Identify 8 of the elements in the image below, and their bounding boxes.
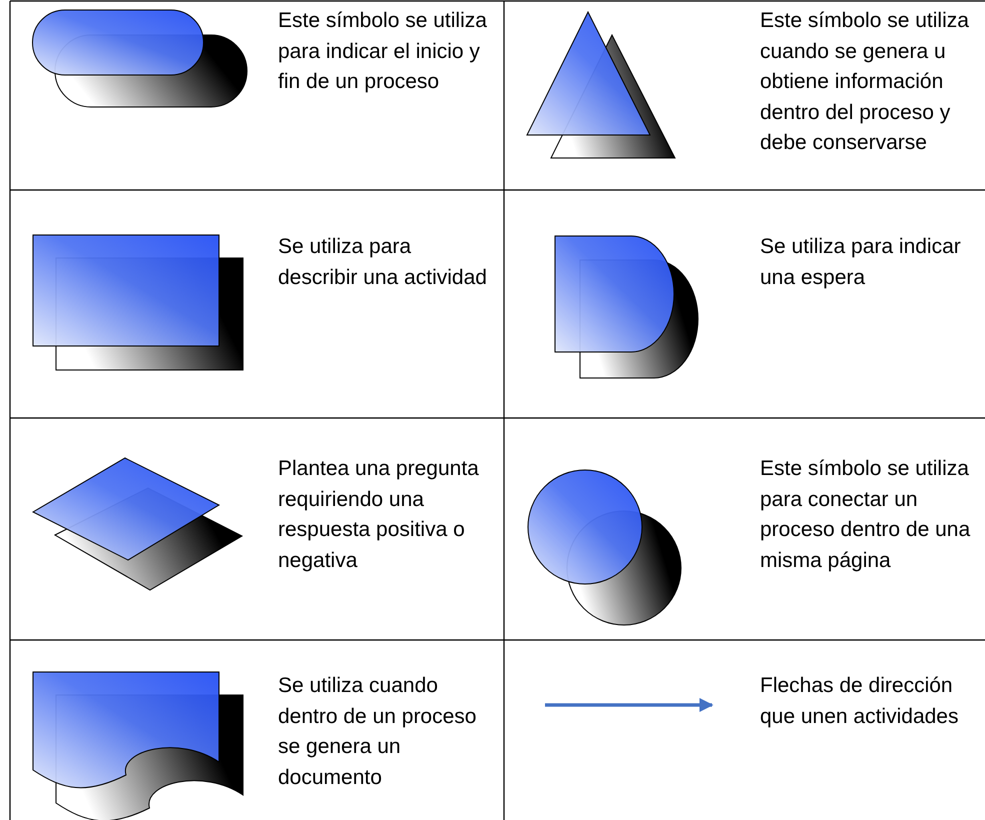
description-text: Este símbolo se utiliza para indicar el inicio y fin de un proceso bbox=[278, 8, 488, 95]
description-text: Plantea una pregunta requiriendo una respuesta positiva o negativa bbox=[278, 456, 480, 574]
description-text: Se utiliza para describir una actividad bbox=[278, 234, 488, 290]
description-text: Este símbolo se utiliza para conectar un proceso dentro de una misma página bbox=[760, 456, 972, 574]
description-text: Se utiliza para indicar una espera bbox=[760, 234, 962, 290]
description-text: Este símbolo se utiliza cuando se genera u obtiene información dentro del proceso y debe conservarse bbox=[760, 8, 970, 156]
description-text: Flechas de dirección que unen actividades bbox=[760, 673, 960, 730]
description-text: Se utiliza cuando dentro de un proceso se genera un documento bbox=[278, 673, 478, 790]
